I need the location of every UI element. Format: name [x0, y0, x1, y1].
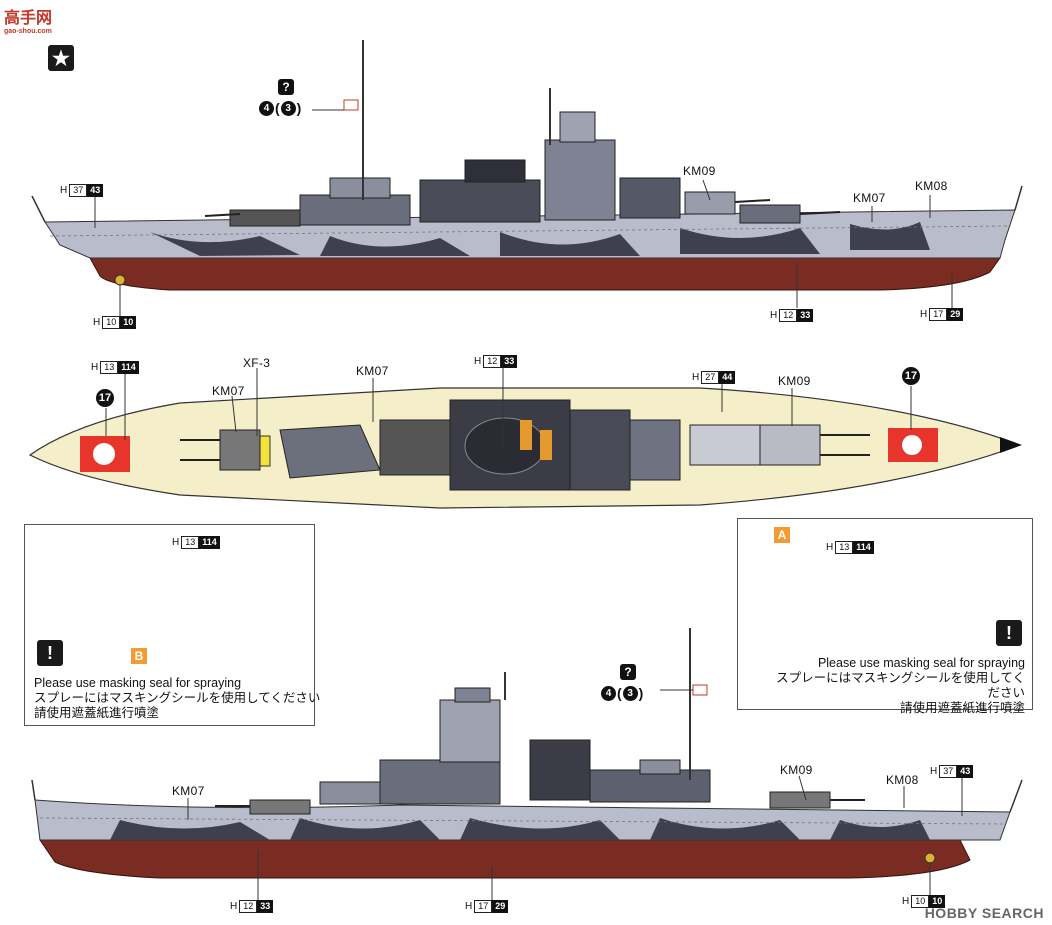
- ship-side-top: [31, 40, 1023, 316]
- mask-label-b: B: [131, 648, 147, 664]
- km07-label-bottom: KM07: [172, 784, 205, 798]
- km08-label-top: KM08: [915, 179, 948, 193]
- masking-note-right: Please use masking seal for spraying スプレ…: [776, 656, 1025, 715]
- km09-label-top: KM09: [683, 164, 716, 178]
- part-reference-bottom: 4(3): [600, 685, 643, 701]
- mask-label-a: A: [774, 527, 790, 543]
- km07-label-plan-b: KM07: [356, 364, 389, 378]
- question-icon-bottom: ?: [620, 664, 636, 680]
- masking-note-left: Please use masking seal for spraying スプレ…: [34, 676, 321, 720]
- hobby-search-watermark: HOBBY SEARCH: [924, 905, 1044, 921]
- site-logo: 高手网 gao-shou.com: [4, 10, 53, 35]
- question-icon: ?: [278, 79, 294, 95]
- star-icon: ★: [48, 45, 74, 71]
- xf3-label: XF-3: [243, 356, 271, 370]
- warning-icon-right: !: [996, 620, 1022, 646]
- km08-label-bottom: KM08: [886, 773, 919, 787]
- warning-icon-left: !: [37, 640, 63, 666]
- km09-label-plan: KM09: [778, 374, 811, 388]
- detail-box-right: [737, 518, 1033, 710]
- part-17-ref-right: 17: [902, 367, 920, 385]
- part-reference-top: 4(3): [258, 100, 301, 116]
- km07-label-top: KM07: [853, 191, 886, 205]
- km07-label-plan-a: KM07: [212, 384, 245, 398]
- part-17-ref-left: 17: [96, 389, 114, 407]
- ship-side-bottom: [31, 628, 1023, 900]
- km09-label-bottom: KM09: [780, 763, 813, 777]
- ship-plan-view: [28, 364, 1022, 509]
- detail-box-left: [24, 524, 315, 726]
